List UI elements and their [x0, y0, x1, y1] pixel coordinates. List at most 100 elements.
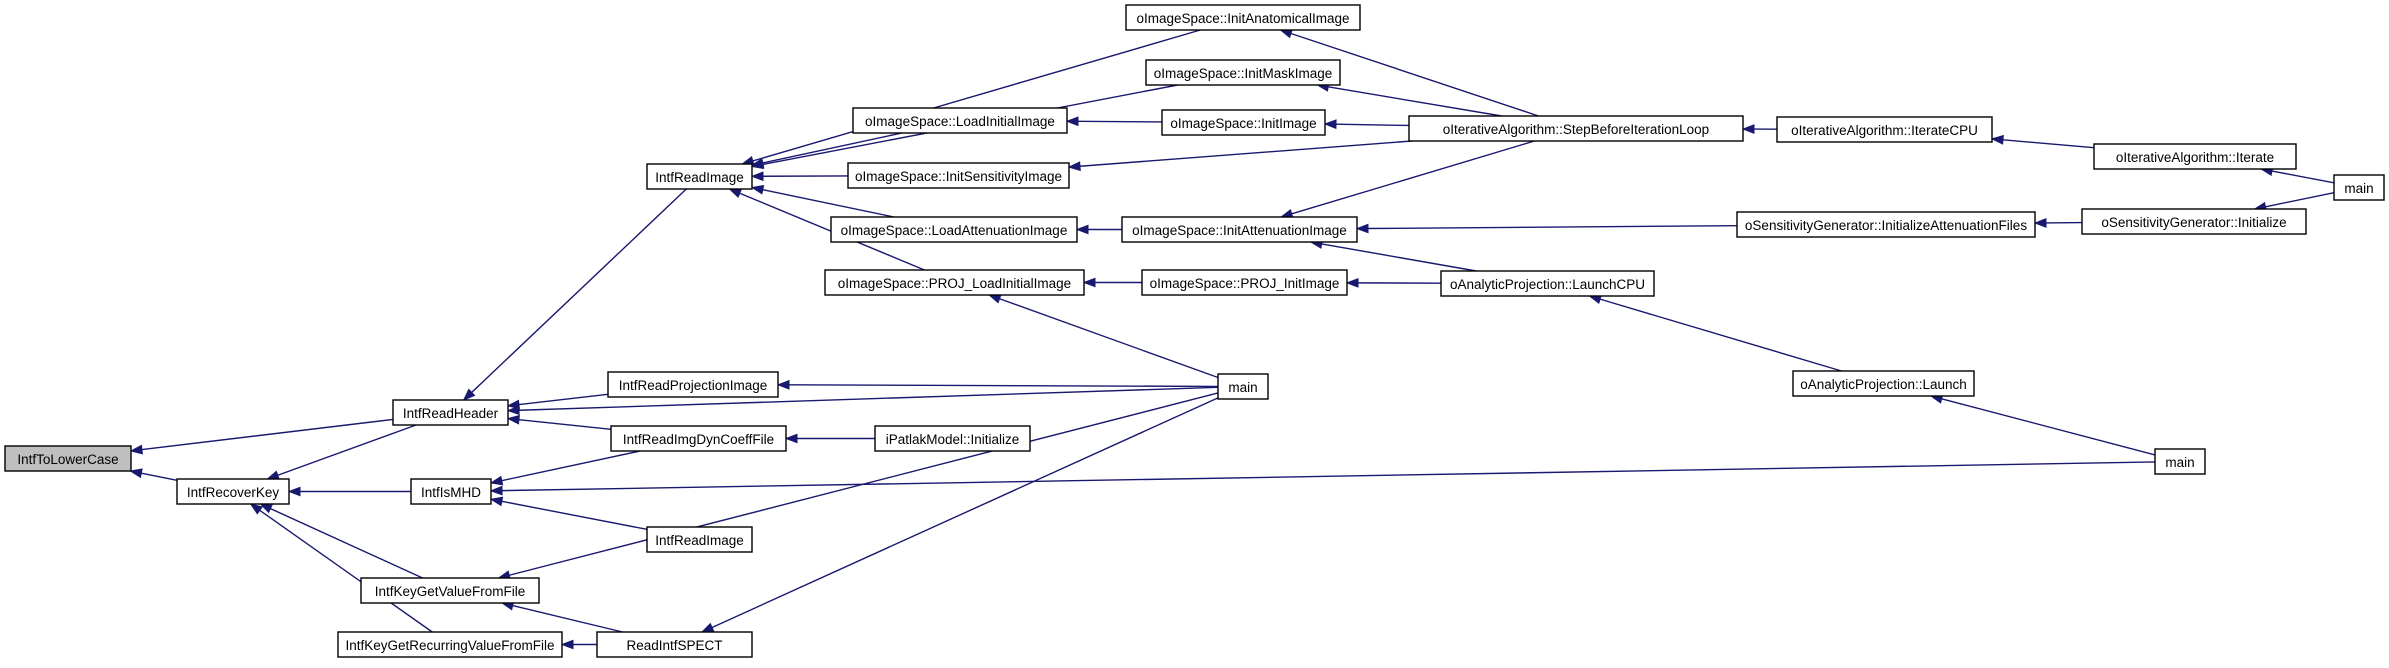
- node-box-main3[interactable]: [2333, 174, 2385, 201]
- node-initanat[interactable]: oImageSpace::InitAnatomicalImage: [1125, 4, 1361, 31]
- node-readproj[interactable]: IntfReadProjectionImage: [607, 371, 779, 398]
- node-label-projinit: oImageSpace::PROJ_InitImage: [1150, 276, 1340, 291]
- node-label-main1: main: [1228, 380, 1257, 395]
- node-loadatt[interactable]: oImageSpace::LoadAttenuationImage: [830, 216, 1078, 243]
- node-label-stepbefore: oIterativeAlgorithm::StepBeforeIteration…: [1443, 122, 1709, 137]
- node-label-readimage2: IntfReadImage: [655, 533, 744, 548]
- arrowhead-launchcpu-to-projinit: [1345, 277, 1359, 288]
- node-readimage2[interactable]: IntfReadImage: [646, 526, 753, 553]
- node-box-sensinit[interactable]: [2081, 208, 2307, 235]
- arrowhead-keyget-to-recoverkey: [259, 503, 273, 514]
- node-iteratecpu[interactable]: oIterativeAlgorithm::IterateCPU: [1776, 116, 1993, 143]
- node-label-iteratecpu: oIterativeAlgorithm::IterateCPU: [1791, 123, 1978, 138]
- node-box-initmask[interactable]: [1145, 59, 1341, 86]
- node-sensinit[interactable]: oSensitivityGenerator::Initialize: [2081, 208, 2307, 235]
- node-box-iteratecpu[interactable]: [1776, 116, 1993, 143]
- node-label-recoverkey: IntfRecoverKey: [187, 485, 280, 500]
- arrowhead-main1-to-readproj: [776, 379, 790, 390]
- node-keyrec[interactable]: IntfKeyGetRecurringValueFromFile: [337, 631, 563, 658]
- arrowhead-main1-to-readspect: [700, 622, 715, 633]
- arrowhead-readspect-to-keyrec: [560, 639, 574, 650]
- edge-main2-to-launch: [1941, 398, 2156, 456]
- node-label-loadatt: oImageSpace::LoadAttenuationImage: [841, 223, 1068, 238]
- node-recoverkey[interactable]: IntfRecoverKey: [176, 478, 290, 505]
- node-box-launchcpu[interactable]: [1440, 270, 1655, 297]
- node-box-keyget[interactable]: [360, 577, 540, 604]
- node-box-patlak[interactable]: [874, 425, 1031, 452]
- node-box-tolower[interactable]: [4, 445, 132, 472]
- node-box-readimage2[interactable]: [646, 526, 753, 553]
- node-tolower[interactable]: IntfToLowerCase: [4, 445, 132, 472]
- arrowhead-recoverkey-to-tolower: [129, 468, 143, 479]
- node-projload[interactable]: oImageSpace::PROJ_LoadInitialImage: [824, 269, 1085, 296]
- node-box-loadinit[interactable]: [852, 107, 1068, 134]
- edge-initanat-to-readimage1: [752, 29, 1201, 162]
- node-readheader[interactable]: IntfReadHeader: [392, 399, 509, 426]
- node-loadinit[interactable]: oImageSpace::LoadInitialImage: [852, 107, 1068, 134]
- node-box-readimage1[interactable]: [646, 163, 753, 190]
- node-box-ismhd[interactable]: [410, 478, 492, 505]
- node-box-main2[interactable]: [2154, 448, 2206, 475]
- node-stepbefore[interactable]: oIterativeAlgorithm::StepBeforeIteration…: [1408, 115, 1744, 142]
- node-box-projload[interactable]: [824, 269, 1085, 296]
- arrowhead-projinit-to-projload: [1082, 277, 1096, 288]
- node-box-readspect[interactable]: [596, 631, 753, 658]
- node-sensinitatt[interactable]: oSensitivityGenerator::InitializeAttenua…: [1736, 211, 2036, 238]
- node-box-initimage[interactable]: [1161, 109, 1326, 136]
- edge-stepbefore-to-initsens: [1079, 140, 1412, 167]
- node-main2[interactable]: main: [2154, 448, 2206, 475]
- node-box-loadatt[interactable]: [830, 216, 1078, 243]
- node-launchcpu[interactable]: oAnalyticProjection::LaunchCPU: [1440, 270, 1655, 297]
- node-box-initatt[interactable]: [1121, 216, 1358, 243]
- node-box-projinit[interactable]: [1141, 269, 1348, 296]
- node-box-recoverkey[interactable]: [176, 478, 290, 505]
- node-label-initanat: oImageSpace::InitAnatomicalImage: [1136, 11, 1349, 26]
- node-patlak[interactable]: iPatlakModel::Initialize: [874, 425, 1031, 452]
- node-box-readimgdyn[interactable]: [610, 425, 787, 452]
- node-box-initsens[interactable]: [847, 162, 1070, 189]
- node-box-stepbefore[interactable]: [1408, 115, 1744, 142]
- node-readimgdyn[interactable]: IntfReadImgDynCoeffFile: [610, 425, 787, 452]
- arrowhead-readimage2-to-ismhd: [489, 496, 504, 507]
- edge-main2-to-ismhd: [501, 461, 2156, 492]
- arrowhead-iterate-to-iteratecpu: [1990, 134, 2004, 145]
- node-box-iterate[interactable]: [2093, 143, 2297, 170]
- edge-readimgdyn-to-ismhd: [501, 450, 641, 482]
- node-box-main1[interactable]: [1217, 373, 1269, 400]
- node-projinit[interactable]: oImageSpace::PROJ_InitImage: [1141, 269, 1348, 296]
- edge-main1-to-readproj: [788, 384, 1219, 388]
- edge-readheader-to-tolower: [141, 418, 394, 451]
- node-readspect[interactable]: ReadIntfSPECT: [596, 631, 753, 658]
- node-keyget[interactable]: IntfKeyGetValueFromFile: [360, 577, 540, 604]
- node-label-readimage1: IntfReadImage: [655, 170, 744, 185]
- node-box-readheader[interactable]: [392, 399, 509, 426]
- arrowhead-main1-to-projload: [987, 294, 1002, 304]
- node-iterate[interactable]: oIterativeAlgorithm::Iterate: [2093, 143, 2297, 170]
- node-box-launch[interactable]: [1792, 370, 1975, 397]
- edge-main1-to-projload: [999, 298, 1219, 379]
- node-readimage1[interactable]: IntfReadImage: [646, 163, 753, 190]
- node-main1[interactable]: main: [1217, 373, 1269, 400]
- edge-keyrec-to-recoverkey: [259, 509, 433, 633]
- node-initimage[interactable]: oImageSpace::InitImage: [1161, 109, 1326, 136]
- arrowhead-ismhd-to-recoverkey: [287, 486, 301, 497]
- node-initatt[interactable]: oImageSpace::InitAttenuationImage: [1121, 216, 1358, 243]
- edge-stepbefore-to-initmask: [1328, 86, 1502, 117]
- node-ismhd[interactable]: IntfIsMHD: [410, 478, 492, 505]
- node-label-projload: oImageSpace::PROJ_LoadInitialImage: [838, 276, 1071, 291]
- node-label-loadinit: oImageSpace::LoadInitialImage: [865, 114, 1055, 129]
- node-box-initanat[interactable]: [1125, 4, 1361, 31]
- edge-readspect-to-keyget: [512, 604, 623, 633]
- node-box-readproj[interactable]: [607, 371, 779, 398]
- node-main3[interactable]: main: [2333, 174, 2385, 201]
- arrowhead-readheader-to-recoverkey: [266, 470, 280, 480]
- node-launch[interactable]: oAnalyticProjection::Launch: [1792, 370, 1975, 397]
- node-initmask[interactable]: oImageSpace::InitMaskImage: [1145, 59, 1341, 86]
- node-label-iterate: oIterativeAlgorithm::Iterate: [2116, 150, 2274, 165]
- edge-stepbefore-to-initanat: [1290, 32, 1539, 117]
- node-initsens[interactable]: oImageSpace::InitSensitivityImage: [847, 162, 1070, 189]
- node-box-keyrec[interactable]: [337, 631, 563, 658]
- node-label-ismhd: IntfIsMHD: [421, 485, 481, 500]
- node-box-sensinitatt[interactable]: [1736, 211, 2036, 238]
